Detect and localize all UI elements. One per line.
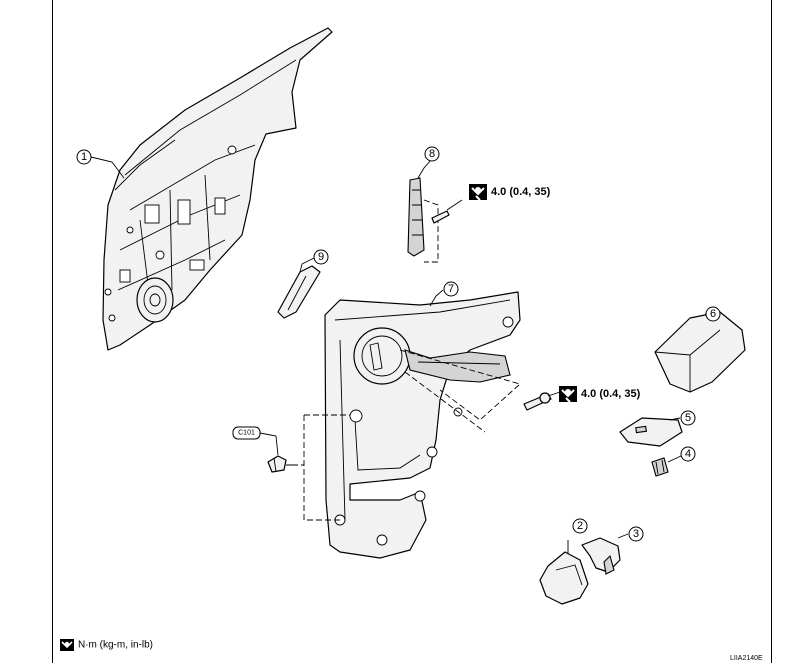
legend: N·m (kg-m, in-lb) <box>60 639 153 651</box>
svg-text:3: 3 <box>633 528 639 540</box>
svg-text:N·m (kg-m, in-lb): N·m (kg-m, in-lb) <box>78 640 153 651</box>
callout-5: 5 <box>680 410 696 426</box>
callout-1: 1 <box>76 149 92 165</box>
svg-text:C101: C101 <box>238 430 255 437</box>
svg-text:9: 9 <box>318 251 324 263</box>
callout-2: 2 <box>572 518 588 534</box>
diagram-frame <box>52 0 772 663</box>
svg-text:1: 1 <box>81 151 87 163</box>
callout-6: 6 <box>705 306 721 322</box>
part-9-inside-handle <box>277 265 321 319</box>
part-6-armrest-pad <box>654 311 746 393</box>
part-2-speaker-grille <box>539 540 589 605</box>
part-8-grip-bracket <box>407 177 463 263</box>
callout-8: 8 <box>424 146 440 162</box>
svg-text:4: 4 <box>685 448 691 460</box>
finisher-dashed-guides <box>303 349 521 521</box>
torque-wrench-icon <box>60 639 74 651</box>
callout-4: 4 <box>680 446 696 462</box>
callout-3: 3 <box>628 526 644 542</box>
torque-label-2: 4.0 (0.4, 35) <box>559 386 641 403</box>
part-3-speaker-cover <box>581 533 629 575</box>
part-4-switch <box>651 455 682 477</box>
svg-text:5: 5 <box>685 412 691 424</box>
callout-9: 9 <box>313 249 329 265</box>
svg-text:4.0 (0.4, 35): 4.0 (0.4, 35) <box>581 388 641 400</box>
svg-text:6: 6 <box>710 308 716 320</box>
finisher-screw <box>523 391 561 411</box>
part-c101-clip <box>259 432 304 473</box>
part-1-door-inner-panel <box>102 27 333 351</box>
svg-text:4.0 (0.4, 35): 4.0 (0.4, 35) <box>491 186 551 198</box>
clip-reference-c101: C101 <box>232 426 261 440</box>
torque-wrench-icon <box>469 184 487 201</box>
part-7-door-finisher <box>324 291 521 559</box>
callout-7: 7 <box>443 281 459 297</box>
svg-text:8: 8 <box>429 148 435 160</box>
torque-wrench-icon <box>559 386 577 403</box>
torque-label-1: 4.0 (0.4, 35) <box>469 184 551 201</box>
svg-text:2: 2 <box>577 520 583 532</box>
svg-text:7: 7 <box>448 283 454 295</box>
figure-code: LIIA2140E <box>730 655 763 662</box>
part-5-switch-finisher <box>619 417 683 447</box>
